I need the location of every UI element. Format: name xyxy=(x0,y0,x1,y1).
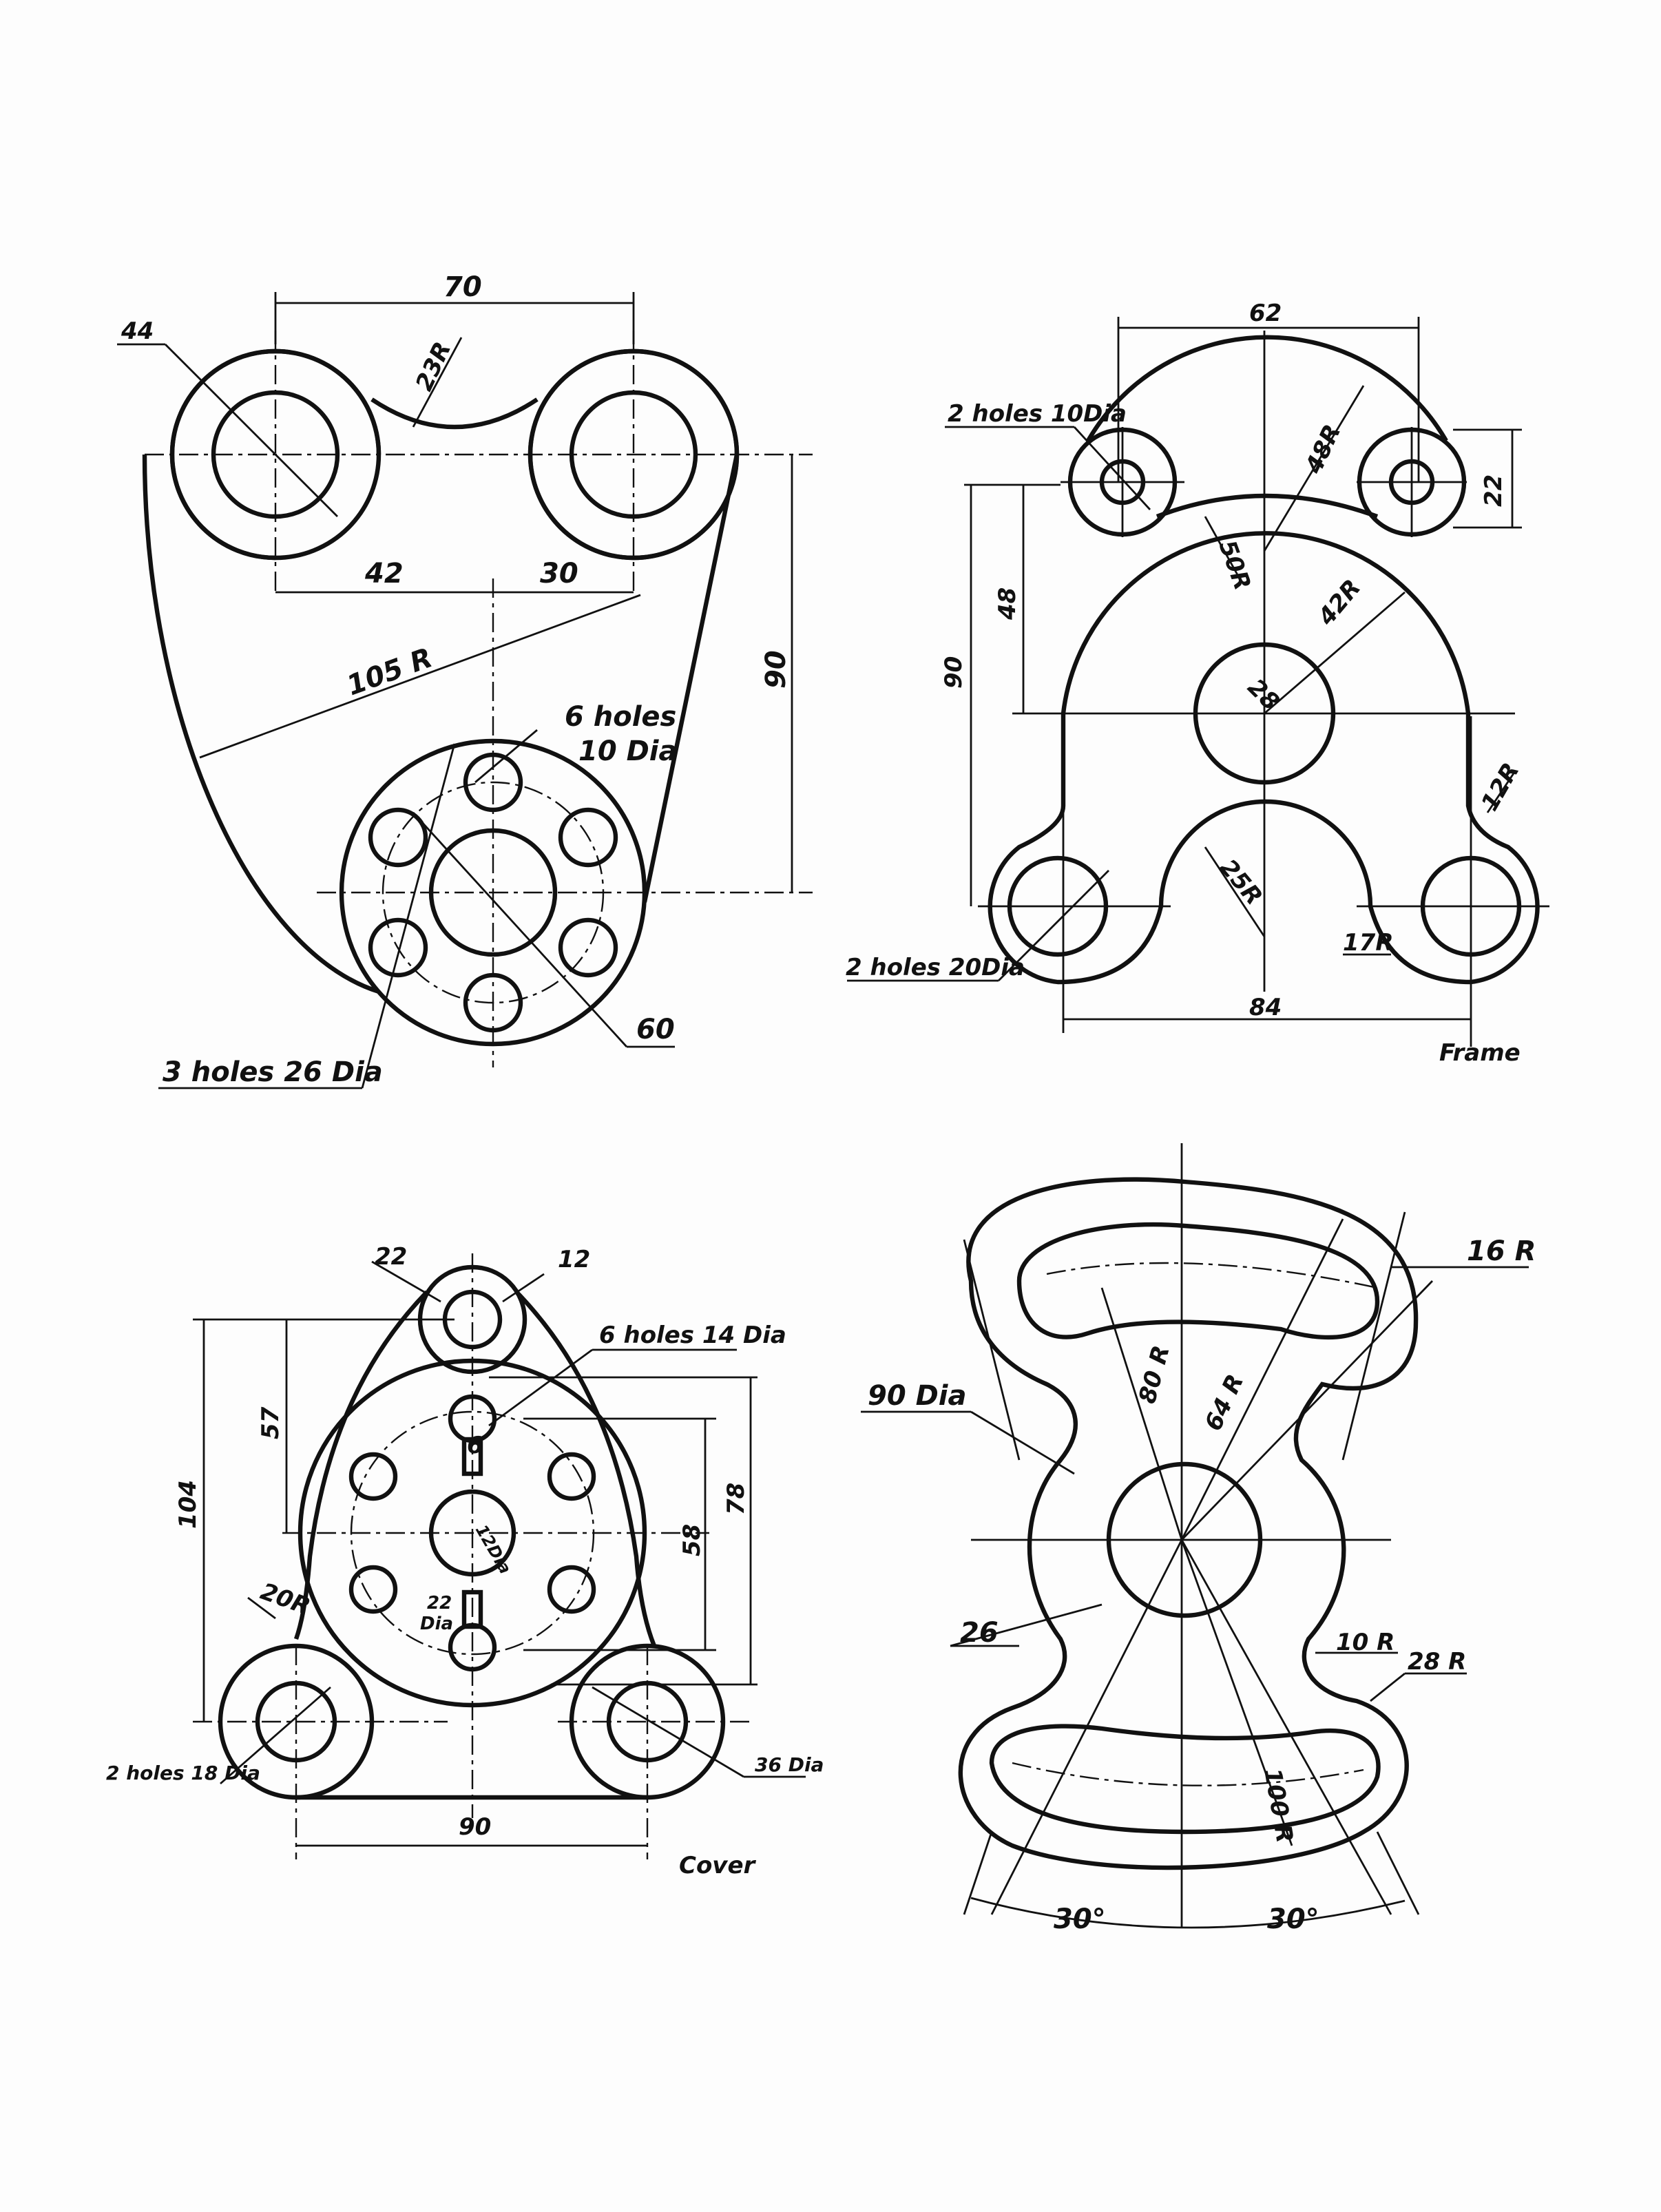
figure-4-link: 16 R 90 Dia 80 R 64 R 26 10 R 28 R 100 R… xyxy=(861,1143,1536,1935)
fig1-dim-90: 90 xyxy=(760,650,792,689)
fig4-dim-26: 26 xyxy=(960,1617,999,1649)
fig3-dim-58: 58 xyxy=(678,1524,706,1556)
fig4-centerlines xyxy=(861,1143,1529,1928)
fig2-dim-42r: 42R xyxy=(1313,574,1367,632)
fig3-note-2holes-18dia: 2 holes 18 Dia xyxy=(106,1762,260,1784)
fig1-dim-42: 42 xyxy=(364,558,404,589)
fig2-note-2holes-20dia: 2 holes 20Dia xyxy=(846,954,1025,981)
fig4-angle-30-right: 30° xyxy=(1267,1903,1319,1935)
fig2-top-arc xyxy=(1086,335,1448,442)
fig3-dim-12: 12 xyxy=(558,1246,590,1273)
fig2-dim-84: 84 xyxy=(1249,994,1282,1021)
fig2-dim-17r: 17R xyxy=(1343,929,1394,957)
fig2-title-frame: Frame xyxy=(1439,1039,1521,1067)
fig2-dim-28: 28 xyxy=(1242,674,1285,716)
fig4-dim-28r: 28 R xyxy=(1408,1648,1466,1676)
fig1-note-6holes: 6 holes xyxy=(565,701,676,733)
fig1-outline xyxy=(142,348,740,994)
fig4-dim-64r: 64 R xyxy=(1200,1370,1249,1435)
fig3-dim-57: 57 xyxy=(257,1406,284,1439)
fig3-dim-22: 22 xyxy=(375,1243,407,1271)
fig2-dimension-lines xyxy=(847,317,1522,1047)
fig3-title-cover: Cover xyxy=(679,1852,757,1879)
fig2-dim-90: 90 xyxy=(940,656,968,689)
fig2-centerlines xyxy=(978,331,1549,992)
fig2-dim-48: 48 xyxy=(994,587,1021,620)
fig3-dim-22dia-unit: Dia xyxy=(420,1614,453,1634)
fig1-note-10dia: 10 Dia xyxy=(578,735,678,767)
fig2-note-2holes-10dia: 2 holes 10Dia xyxy=(948,400,1127,428)
fig2-dim-12r: 12R xyxy=(1476,758,1525,816)
fig2-dim-22: 22 xyxy=(1480,474,1507,507)
fig1-dim-44: 44 xyxy=(121,317,154,345)
fig1-dimension-lines xyxy=(117,292,793,1089)
fig1-dim-105r: 105 R xyxy=(343,642,437,702)
fig4-upper-centerarc xyxy=(1046,1262,1378,1289)
fig1-note-3holes: 3 holes 26 Dia xyxy=(163,1056,383,1088)
fig4-dim-100r: 100 R xyxy=(1258,1766,1298,1845)
fig1-dim-30: 30 xyxy=(540,558,578,589)
figure-2-frame: 62 2 holes 10Dia 48R 22 90 48 50R 42R 28… xyxy=(846,300,1549,1067)
fig4-dim-80r: 80 R xyxy=(1134,1343,1176,1407)
fig2-dim-50r: 50R xyxy=(1213,536,1257,594)
fig2-dim-62: 62 xyxy=(1249,300,1282,327)
fig2-web-arc xyxy=(1156,493,1379,519)
fig3-dim-22dia-number: 22 xyxy=(427,1593,452,1614)
fig1-dim-23r: 23R xyxy=(410,337,457,395)
fig3-dimension-lines xyxy=(193,1260,806,1847)
fig3-dim-90: 90 xyxy=(459,1813,491,1841)
fig4-lower-centerarc xyxy=(1012,1762,1364,1786)
fig1-dim-60: 60 xyxy=(636,1014,675,1045)
fig4-dim-10r: 10 R xyxy=(1336,1629,1394,1656)
fig3-centerlines xyxy=(193,1253,751,1859)
fig3-dim-78: 78 xyxy=(722,1483,750,1515)
fig3-note-6holes-14dia: 6 holes 14 Dia xyxy=(599,1322,786,1349)
fig3-dim-36dia: 36 Dia xyxy=(755,1753,824,1776)
figure-3-cover: 22 12 6 holes 14 Dia 57 104 78 58 6 12Di… xyxy=(106,1243,824,1879)
fig4-angle-arc xyxy=(970,1897,1406,1929)
fig3-dim-104: 104 xyxy=(174,1480,202,1529)
fig2-dim-25r: 25R xyxy=(1214,854,1268,910)
fig4-dim-90dia: 90 Dia xyxy=(868,1380,967,1412)
fig4-dim-16r: 16 R xyxy=(1467,1235,1536,1267)
fig3-dim-6: 6 xyxy=(467,1432,483,1459)
fig4-hatched-section xyxy=(958,1177,1419,1870)
fig1-dim-70: 70 xyxy=(443,271,482,303)
fig1-centerlines xyxy=(145,331,813,1067)
fig2-dim-48r: 48R xyxy=(1299,420,1346,478)
figure-1-lever: 70 44 23R 42 30 105 R 90 60 6 holes 10 D… xyxy=(117,271,813,1089)
fig4-angle-30-left: 30° xyxy=(1054,1903,1106,1935)
